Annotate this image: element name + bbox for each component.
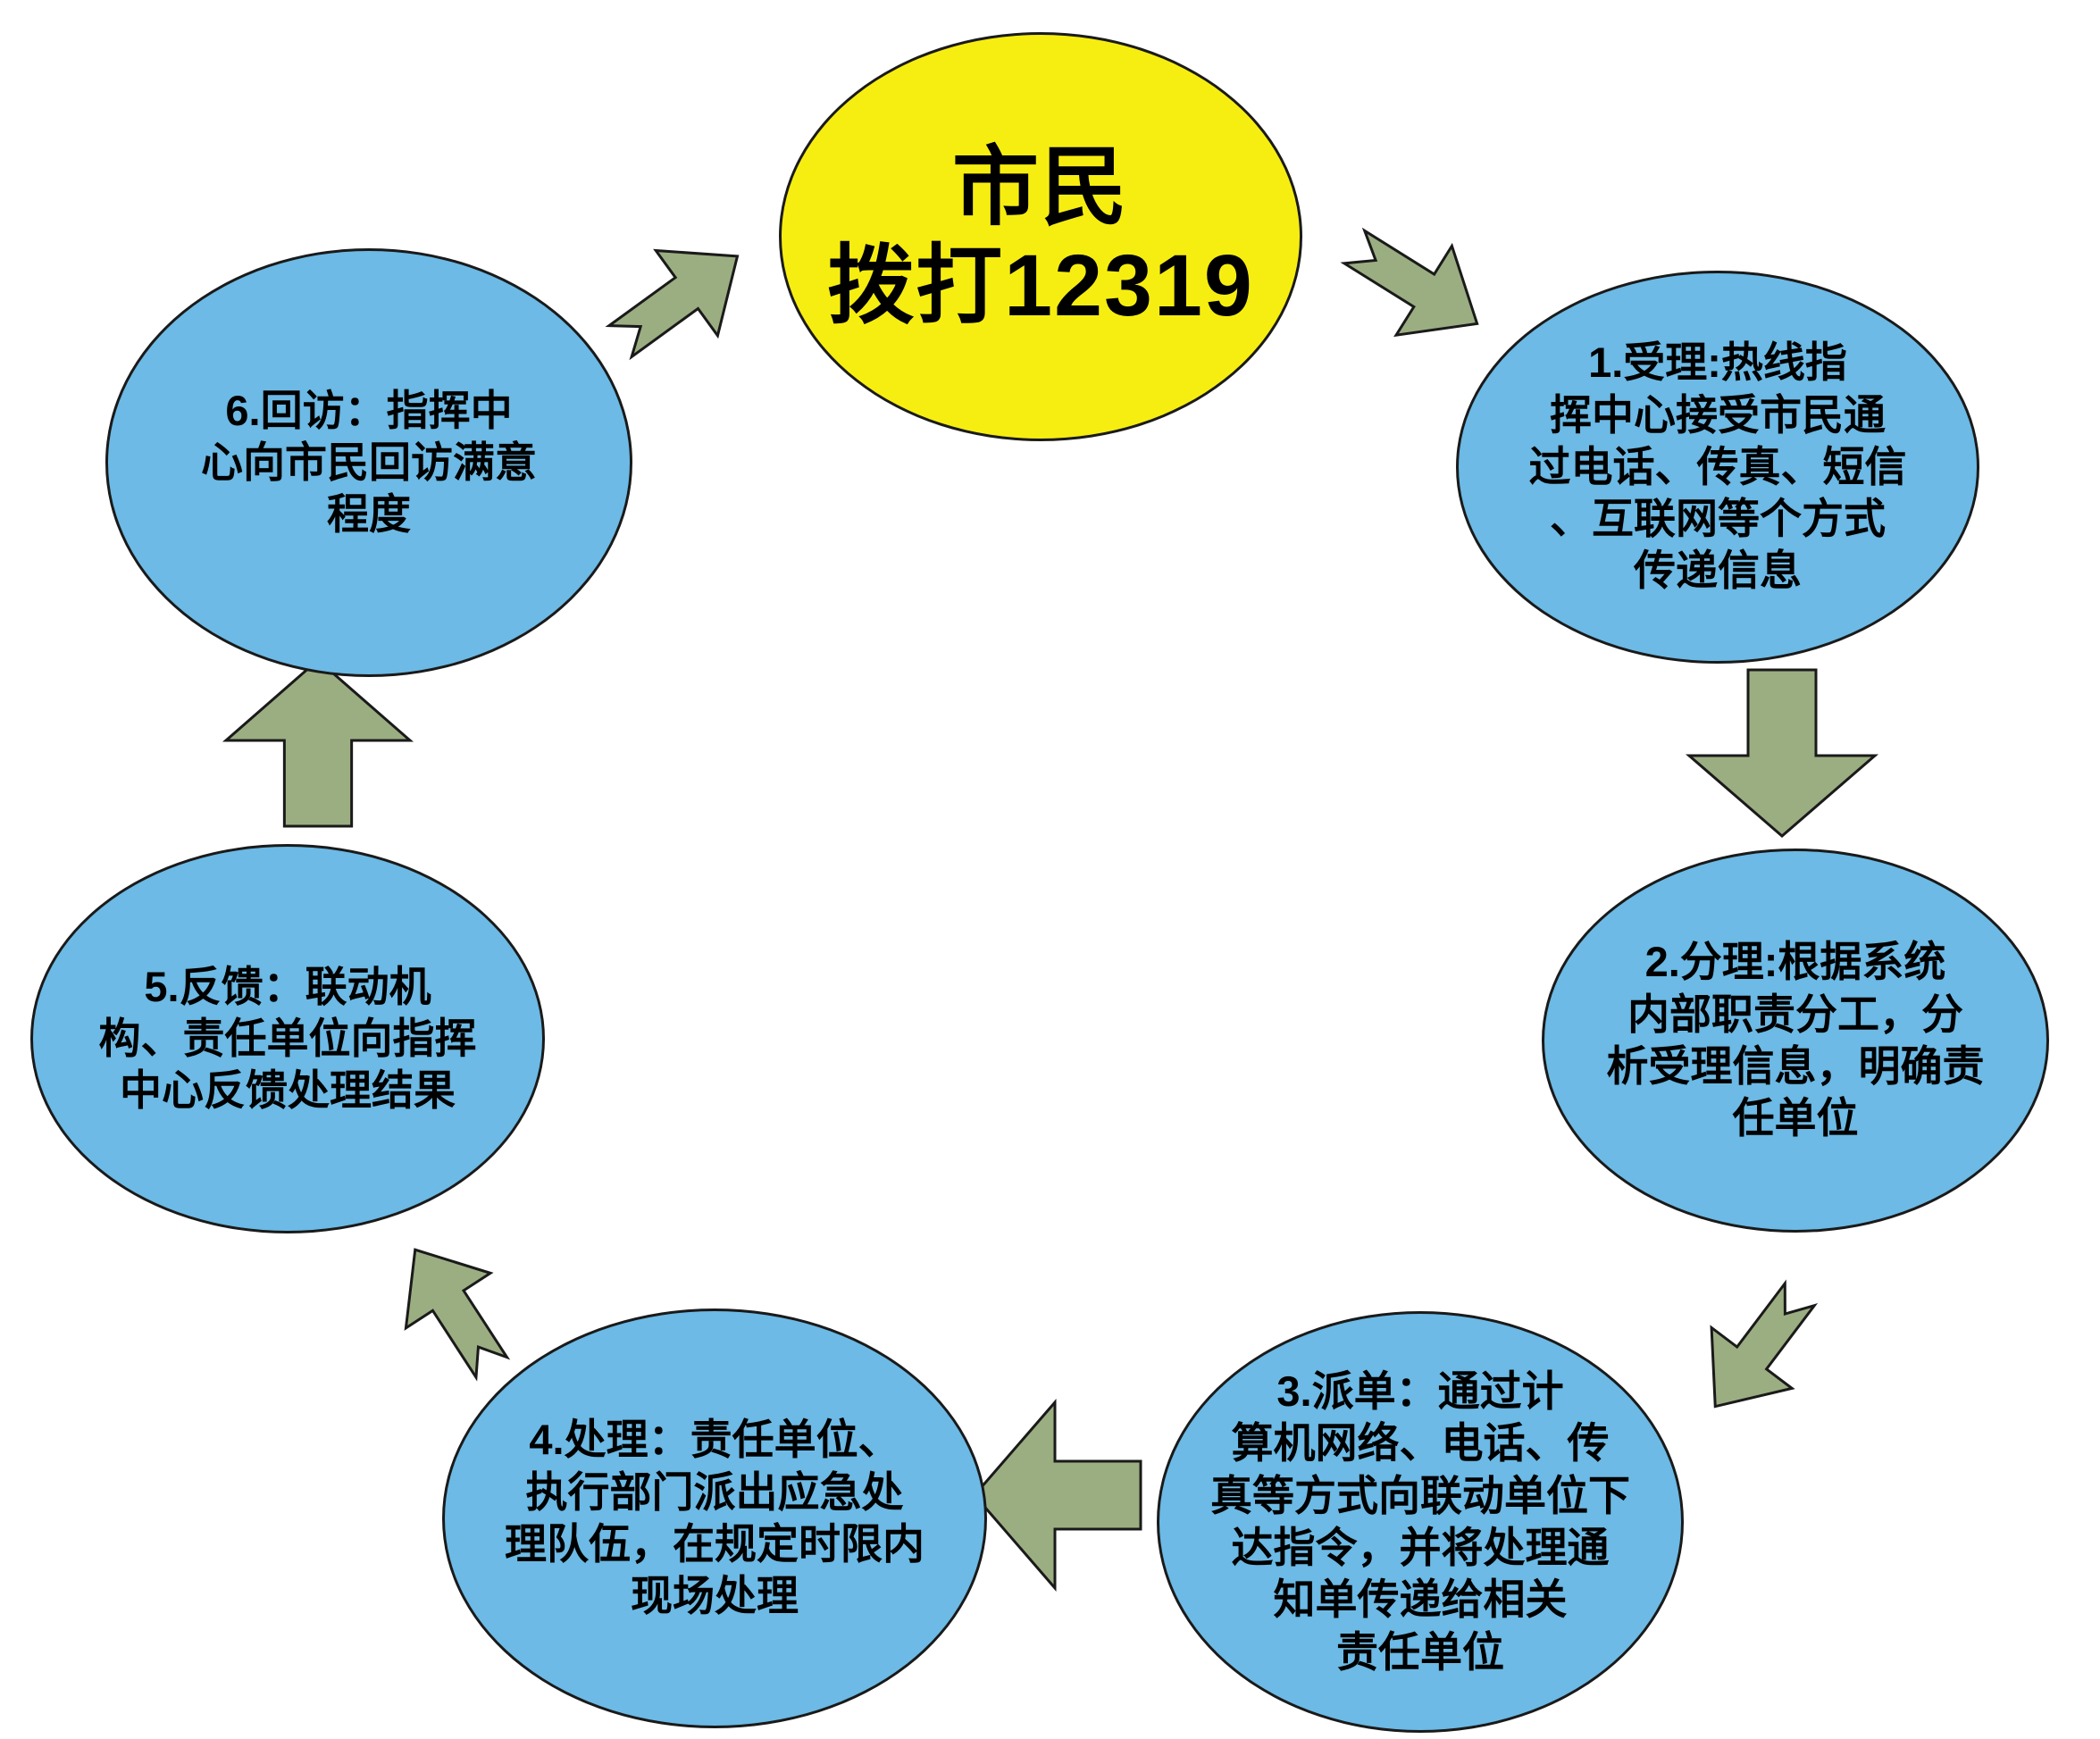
arrow-step5-to-step6-icon [224,658,412,828]
arrow-shape [372,1222,533,1394]
node-step4-handle-label: 4.处理：责任单位、 执行部门派出应急处 理队伍，在规定时限内 现场处理 [505,1416,925,1620]
node-step5-feedback-label: 5.反馈：联动机 构、责任单位向指挥 中心反馈处理结果 [98,962,477,1115]
arrow-shape [975,1402,1141,1588]
arrow-step6-to-center-icon [588,212,770,385]
node-step1-accept-label: 1.受理:热线指 挥中心接受市民通 过电话、传真、短信 、互联网等个方式 传递信… [1528,339,1907,595]
node-step2-sort: 2.分理:根据系统 内部职责分工，分 析受理信息，明确责 任单位 [1542,849,2049,1233]
arrow-shape [1689,670,1875,836]
node-step1-accept: 1.受理:热线指 挥中心接受市民通 过电话、传真、短信 、互联网等个方式 传递信… [1456,271,1979,664]
node-citizen-dials-12319-label: 市民 拨打12319 [827,138,1254,334]
node-citizen-dials-12319: 市民 拨打12319 [779,32,1302,441]
arrow-shape [226,660,410,826]
arrow-shape [1326,203,1505,369]
node-step3-dispatch-label: 3.派单：通过计 算机网络、电话、传 真等方式向联动单位下 达指令，并将处理通 … [1210,1367,1630,1676]
arrow-shape [590,213,768,383]
arrow-step2-to-step3-icon [1673,1263,1841,1439]
arrow-step3-to-step4-icon [973,1400,1142,1590]
arrow-step4-to-step5-icon [372,1221,536,1397]
node-step3-dispatch: 3.派单：通过计 算机网络、电话、传 真等方式向联动单位下 达指令，并将处理通 … [1157,1311,1684,1733]
arrow-center-to-step1-icon [1325,201,1507,370]
arrow-shape [1675,1264,1840,1436]
arrow-step1-to-step2-icon [1687,668,1877,838]
node-step2-sort-label: 2.分理:根据系统 内部职责分工，分 析受理信息，明确责 任单位 [1606,938,1985,1142]
node-step5-feedback: 5.反馈：联动机 构、责任单位向指挥 中心反馈处理结果 [30,844,545,1233]
node-step6-revisit: 6.回访：指挥中 心向市民回访满意 程度 [105,248,632,677]
node-step4-handle: 4.处理：责任单位、 执行部门派出应急处 理队伍，在规定时限内 现场处理 [442,1308,987,1728]
node-step6-revisit-label: 6.回访：指挥中 心向市民回访满意 程度 [201,386,537,539]
